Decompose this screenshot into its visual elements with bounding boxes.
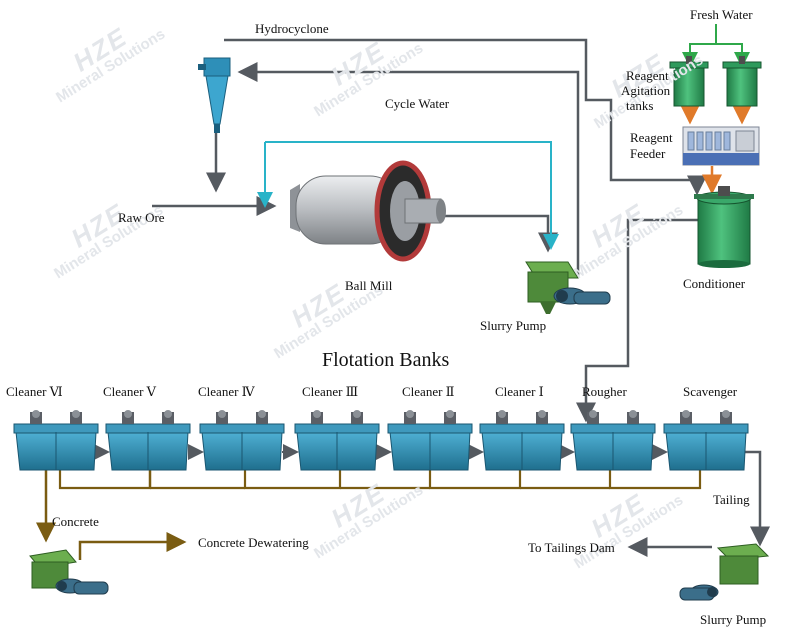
label-flotation-banks: Flotation Banks	[322, 349, 450, 371]
label-ball-mill: Ball Mill	[345, 278, 393, 293]
flotation-cell-icon	[387, 410, 473, 471]
flow-cycle-water	[265, 141, 559, 250]
reagent-agitation-tank-icon	[722, 56, 762, 107]
ball-mill-icon	[290, 160, 446, 262]
hydrocyclone-icon	[198, 57, 231, 133]
label-cell: Cleaner Ⅰ	[495, 384, 544, 399]
label-to-tailings-dam: To Tailings Dam	[528, 540, 615, 555]
label-cycle-water: Cycle Water	[385, 96, 450, 111]
label-reagent-agitation-3: tanks	[626, 98, 654, 113]
reagent-feeder-icon	[682, 126, 760, 166]
conditioner-icon	[694, 186, 754, 268]
label-cell: Cleaner Ⅲ	[302, 384, 359, 399]
flow-overflow-to-conditioner	[224, 38, 707, 196]
label-cell: Rougher	[582, 384, 627, 399]
label-cell: Cleaner Ⅴ	[103, 384, 157, 399]
flow-reagent-1	[688, 105, 744, 120]
label-cell: Scavenger	[683, 384, 738, 399]
label-hydrocyclone: Hydrocyclone	[255, 21, 329, 36]
flotation-cell-icon	[570, 410, 656, 471]
label-conditioner: Conditioner	[683, 276, 746, 291]
label-reagent-feeder-2: Feeder	[630, 146, 666, 161]
flotation-cell-icon	[663, 410, 749, 471]
label-fresh-water: Fresh Water	[690, 7, 753, 22]
label-concrete: Concrete	[52, 514, 99, 529]
label-tailing: Tailing	[713, 492, 750, 507]
flow-mill-to-pump	[440, 214, 558, 253]
label-reagent-agitation-1: Reagent	[626, 68, 669, 83]
flotation-cell-icon	[13, 410, 99, 471]
label-cell: Cleaner Ⅵ	[6, 384, 63, 399]
flotation-cells	[13, 410, 749, 471]
flow-tailing	[742, 450, 770, 547]
label-cell: Cleaner Ⅳ	[198, 384, 255, 399]
flotation-cell-icon	[479, 410, 565, 471]
flow-conditioner-to-rougher	[576, 218, 700, 423]
label-slurry-pump-2: Slurry Pump	[700, 612, 767, 627]
flow-middling-returns	[58, 470, 702, 490]
flow-fresh-water	[689, 24, 743, 64]
concentrate-pump-icon	[29, 549, 109, 595]
label-reagent-agitation-2: Agitation	[621, 83, 671, 98]
flow-concrete-dewatering	[78, 532, 187, 560]
tailings-pump-icon	[679, 543, 770, 601]
reagent-agitation-tank-icon	[669, 56, 709, 107]
label-concrete-dewatering: Concrete Dewatering	[198, 535, 309, 550]
slurry-pump-icon	[525, 261, 611, 314]
flotation-cell-icon	[105, 410, 191, 471]
label-raw-ore: Raw Ore	[118, 210, 165, 225]
label-slurry-pump: Slurry Pump	[480, 318, 547, 333]
flow-lines	[36, 24, 770, 560]
flotation-cell-icon	[199, 410, 285, 471]
flow-pump-to-hydrocyclone	[237, 62, 580, 276]
flotation-cell-icon	[294, 410, 380, 471]
label-cell: Cleaner Ⅱ	[402, 384, 455, 399]
label-reagent-feeder-1: Reagent	[630, 130, 673, 145]
